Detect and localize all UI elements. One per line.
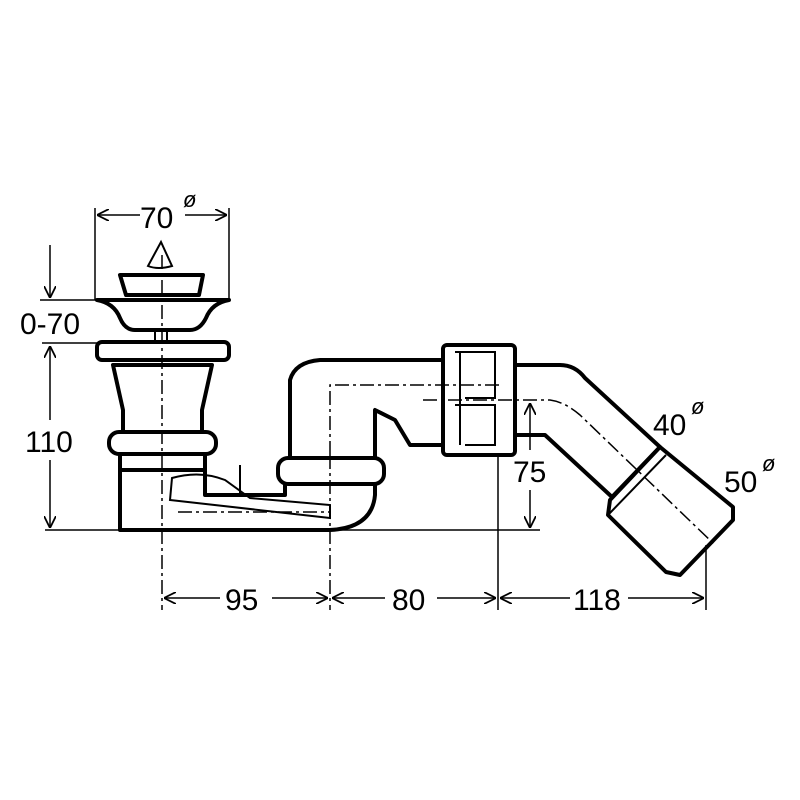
dim-40-label: 40 (653, 409, 686, 442)
drain-assembly (95, 239, 231, 472)
diameter-symbol: ø (762, 451, 775, 476)
dim-118-label: 118 (573, 584, 621, 617)
dim-80-label: 80 (392, 584, 425, 617)
dim-0-70-label: 0-70 (20, 308, 80, 341)
dimension-lines (40, 208, 707, 610)
dim-50-label: 50 (724, 466, 757, 499)
dim-110-label: 110 (25, 426, 73, 459)
center-lines (161, 255, 716, 610)
outlet-bend (513, 363, 735, 577)
dim-95-label: 95 (225, 584, 258, 617)
diameter-symbol: ø (691, 394, 704, 419)
dim-75-label: 75 (513, 456, 546, 489)
diameter-symbol: ø (183, 187, 196, 212)
dim-70-label: 70 (140, 202, 173, 235)
